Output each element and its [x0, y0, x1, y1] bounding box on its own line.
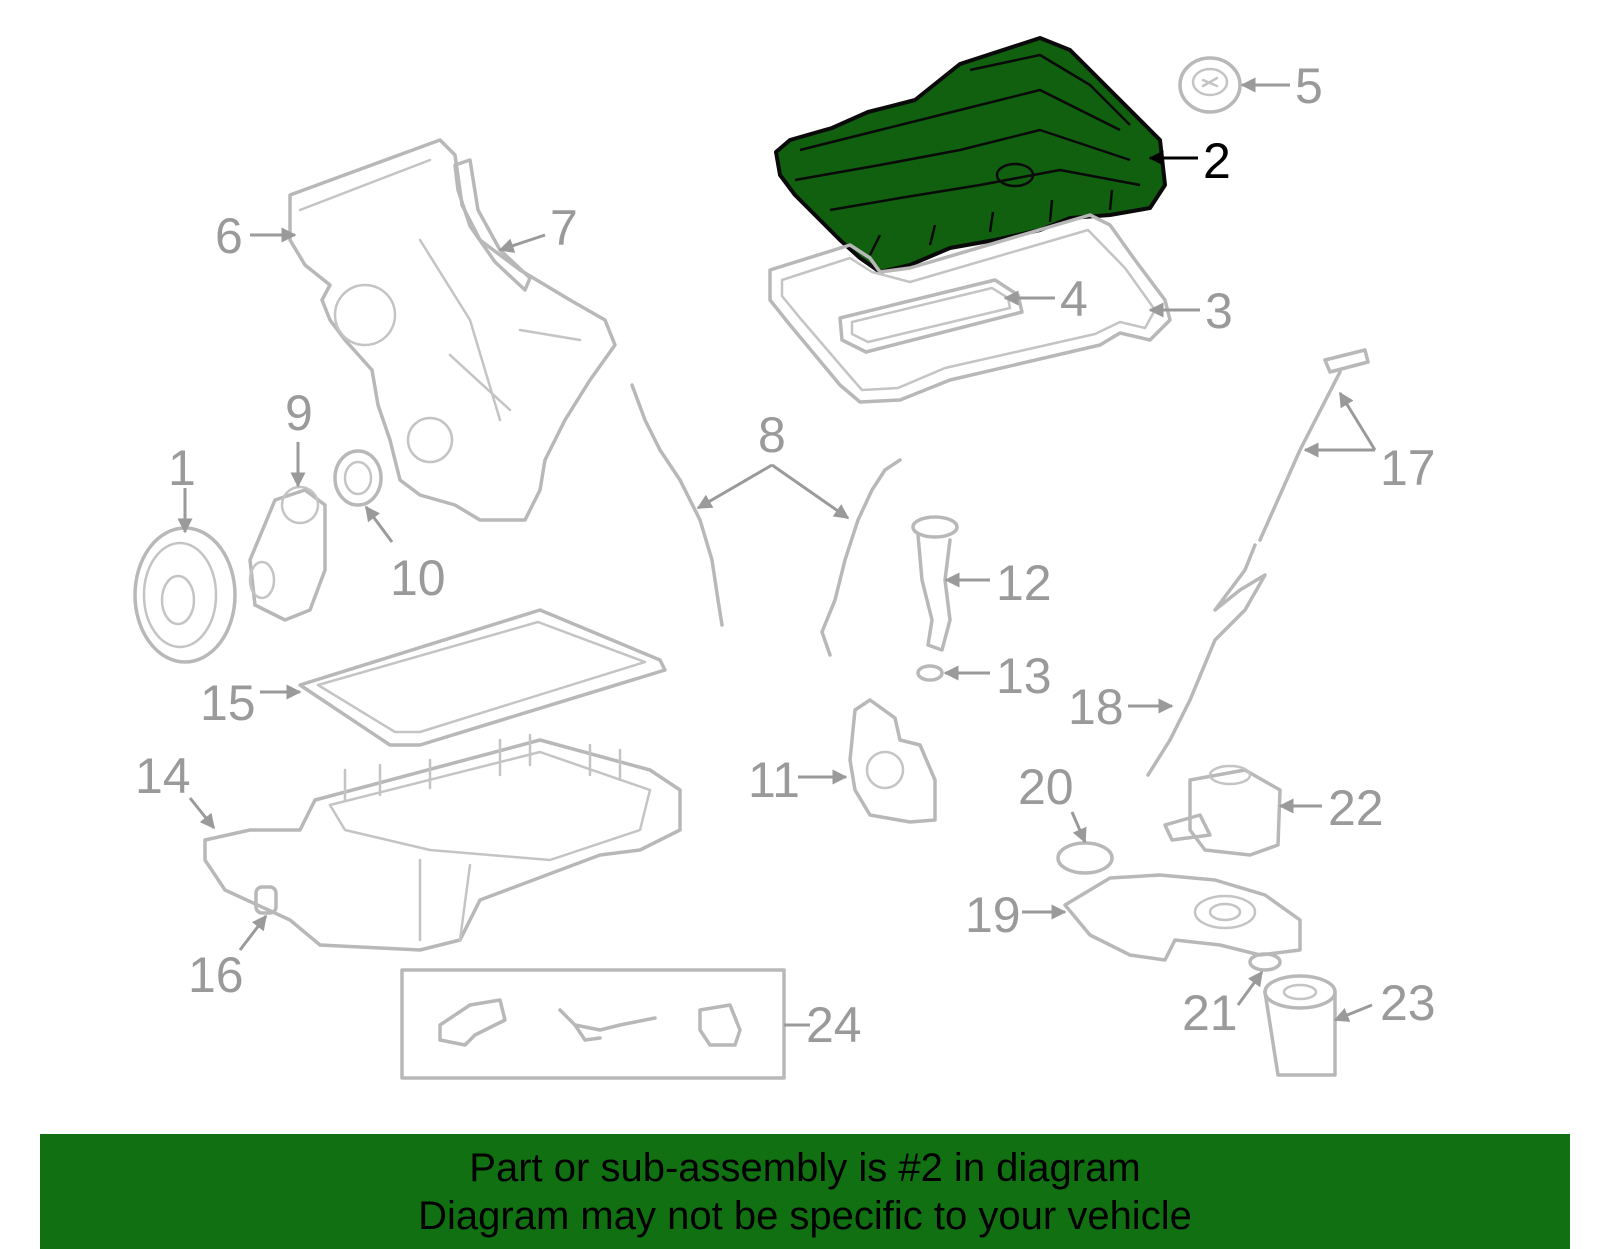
filter-adapter-part-19[interactable] [1063, 873, 1302, 962]
small-gasket-part-4[interactable] [838, 278, 1024, 354]
dipstick-part-17[interactable] [1258, 348, 1370, 542]
pan-gasket-part-15[interactable] [298, 608, 667, 747]
callout-15: 15 [200, 675, 256, 731]
callout-16: 16 [188, 947, 244, 1003]
gasket-part-21[interactable] [1248, 952, 1282, 972]
footer-line-2: Diagram may not be specific to your vehi… [418, 1193, 1192, 1238]
front-seal-part-10[interactable] [333, 449, 383, 507]
dipstick-tube-part-18[interactable] [1146, 543, 1267, 777]
sensor-kit-part-24[interactable] [400, 968, 786, 1080]
valve-cover-part-2[interactable] [774, 36, 1167, 274]
timing-cover-seal-part-7[interactable] [453, 158, 532, 292]
callout-1: 1 [168, 440, 196, 496]
callout-19: 19 [965, 887, 1021, 943]
callout-14: 14 [135, 748, 191, 804]
footer-line-1: Part or sub-assembly is #2 in diagram [469, 1145, 1141, 1190]
o-ring-part-20[interactable] [1056, 841, 1114, 875]
callout-8: 8 [758, 407, 786, 463]
callout-10: 10 [390, 550, 446, 606]
callout-3: 3 [1205, 283, 1233, 339]
timing-gasket-part-8[interactable] [630, 383, 902, 657]
callout-21: 21 [1182, 985, 1238, 1041]
callout-24: 24 [806, 997, 862, 1053]
callout-2: 2 [1203, 133, 1231, 189]
callout-5: 5 [1295, 58, 1323, 114]
cover-gasket-part-3[interactable] [768, 213, 1172, 404]
callout-23: 23 [1380, 975, 1436, 1031]
oil-pan-part-14[interactable] [203, 733, 682, 952]
callout-12: 12 [996, 555, 1052, 611]
drain-plug-part-16[interactable] [254, 885, 278, 915]
callout-22: 22 [1328, 780, 1384, 836]
o-ring-part-13[interactable] [916, 664, 944, 682]
callout-9: 9 [285, 385, 313, 441]
oil-cooler-part-22[interactable] [1163, 764, 1282, 857]
footer-banner: Part or sub-assembly is #2 in diagram Di… [40, 1134, 1570, 1249]
callout-17: 17 [1380, 440, 1436, 496]
oil-pump-part-11[interactable] [848, 698, 937, 824]
callout-13: 13 [996, 648, 1052, 704]
callout-11: 11 [748, 752, 800, 808]
callout-4: 4 [1060, 271, 1088, 327]
callout-18: 18 [1068, 679, 1124, 735]
oil-filter-part-23[interactable] [1263, 974, 1337, 1077]
pickup-tube-part-12[interactable] [911, 515, 959, 652]
callout-6: 6 [215, 208, 243, 264]
filler-cap-part-5[interactable] [1178, 56, 1242, 114]
callout-7: 7 [550, 200, 578, 256]
crank-pulley-part-1[interactable] [133, 526, 237, 664]
tensioner-part-9[interactable] [248, 485, 327, 622]
callout-20: 20 [1018, 759, 1074, 815]
timing-cover-part-6[interactable] [288, 138, 617, 522]
